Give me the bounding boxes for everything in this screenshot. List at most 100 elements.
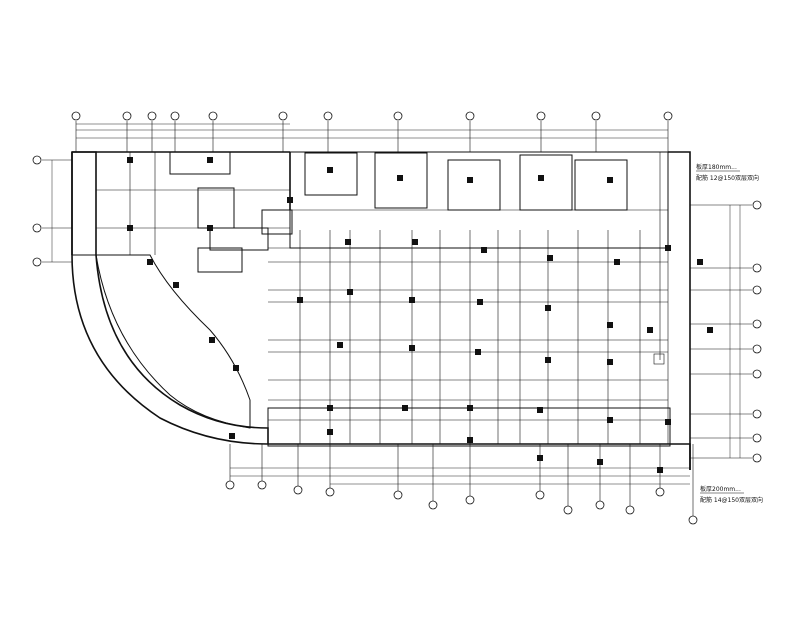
structural-column	[173, 282, 179, 288]
note-top-right-2: 配筋 12@150双层双向	[696, 174, 759, 182]
grid-bubble	[393, 490, 403, 500]
structural-column	[327, 429, 333, 435]
structural-column	[614, 259, 620, 265]
structural-column	[607, 359, 613, 365]
structural-column	[209, 337, 215, 343]
structural-column	[412, 239, 418, 245]
bottom-grid-axes	[225, 444, 698, 525]
structural-column	[287, 197, 293, 203]
structural-column	[481, 247, 487, 253]
structural-column	[537, 455, 543, 461]
grid-bubble	[752, 409, 762, 419]
note-bottom-right-1: 板厚200mm...	[700, 485, 741, 493]
grid-bubble	[71, 111, 81, 121]
grid-bubble	[257, 480, 267, 490]
left-grid-axes	[32, 155, 72, 267]
structural-column	[207, 157, 213, 163]
structural-column	[207, 225, 213, 231]
structural-column	[467, 437, 473, 443]
structural-column	[547, 255, 553, 261]
structural-column	[327, 167, 333, 173]
structural-column	[127, 225, 133, 231]
grid-bubble	[663, 111, 673, 121]
grid-bubble	[170, 111, 180, 121]
grid-bubble	[278, 111, 288, 121]
grid-bubble	[122, 111, 132, 121]
grid-bubble	[325, 487, 335, 497]
building-outline	[71, 151, 691, 470]
grid-bubble	[293, 485, 303, 495]
slab-notes: 板厚180mm... 配筋 12@150双层双向 板厚200mm... 配筋 1…	[696, 163, 763, 504]
grid-bubble	[563, 505, 573, 515]
structural-column	[337, 342, 343, 348]
structural-column	[657, 467, 663, 473]
grid-bubble	[752, 200, 762, 210]
structural-column	[538, 175, 544, 181]
grid-bubble	[393, 111, 403, 121]
structural-column	[545, 357, 551, 363]
grid-bubble	[147, 111, 157, 121]
grid-bubble	[428, 500, 438, 510]
grid-bubble	[32, 155, 42, 165]
grid-bubble	[225, 480, 235, 490]
grid-bubble	[752, 433, 762, 443]
grid-bubble	[752, 453, 762, 463]
top-grid-axes	[71, 111, 673, 152]
core-rooms	[96, 151, 293, 273]
structural-column	[467, 405, 473, 411]
structural-column	[402, 405, 408, 411]
grid-bubble	[595, 500, 605, 510]
structural-column	[475, 349, 481, 355]
structural-column	[327, 405, 333, 411]
beam-grid	[268, 152, 669, 444]
curved-retaining-wall	[71, 151, 269, 445]
structural-column	[477, 299, 483, 305]
note-top-right-1: 板厚180mm...	[696, 163, 737, 171]
grid-bubble	[752, 263, 762, 273]
grid-bubble	[535, 490, 545, 500]
structural-column	[607, 177, 613, 183]
ramp-zone	[95, 254, 251, 429]
structural-column	[537, 407, 543, 413]
structural-column	[409, 297, 415, 303]
structural-column	[607, 322, 613, 328]
grid-bubble	[752, 319, 762, 329]
structural-column	[665, 419, 671, 425]
structural-column	[229, 433, 235, 439]
grid-bubble	[465, 111, 475, 121]
grid-bubble	[32, 257, 42, 267]
structural-column	[545, 305, 551, 311]
structural-column	[147, 259, 153, 265]
structural-column	[233, 365, 239, 371]
structural-column	[707, 327, 713, 333]
structural-column	[467, 177, 473, 183]
thick-slab-zone	[289, 151, 669, 249]
grid-bubble	[625, 505, 635, 515]
note-bottom-right-2: 配筋 14@150双层双向	[700, 496, 763, 504]
bottom-dimension-chain	[230, 467, 690, 485]
structural-column	[347, 289, 353, 295]
grid-bubble	[752, 344, 762, 354]
structural-column	[647, 327, 653, 333]
grid-bubble	[655, 487, 665, 497]
right-grid-axes	[690, 200, 762, 463]
grid-bubble	[323, 111, 333, 121]
grid-bubble	[208, 111, 218, 121]
structural-column	[597, 459, 603, 465]
structural-column	[697, 259, 703, 265]
column-layout	[127, 157, 713, 473]
grid-bubble	[688, 515, 698, 525]
structural-column	[127, 157, 133, 163]
grid-bubble	[752, 369, 762, 379]
top-left-wall	[71, 151, 97, 256]
grid-bubble	[32, 223, 42, 233]
structural-column	[345, 239, 351, 245]
structural-column	[397, 175, 403, 181]
structural-column	[409, 345, 415, 351]
grid-bubble	[752, 285, 762, 295]
structural-column	[665, 245, 671, 251]
top-dimension-chain	[76, 123, 668, 139]
structural-column	[297, 297, 303, 303]
grid-bubble	[591, 111, 601, 121]
